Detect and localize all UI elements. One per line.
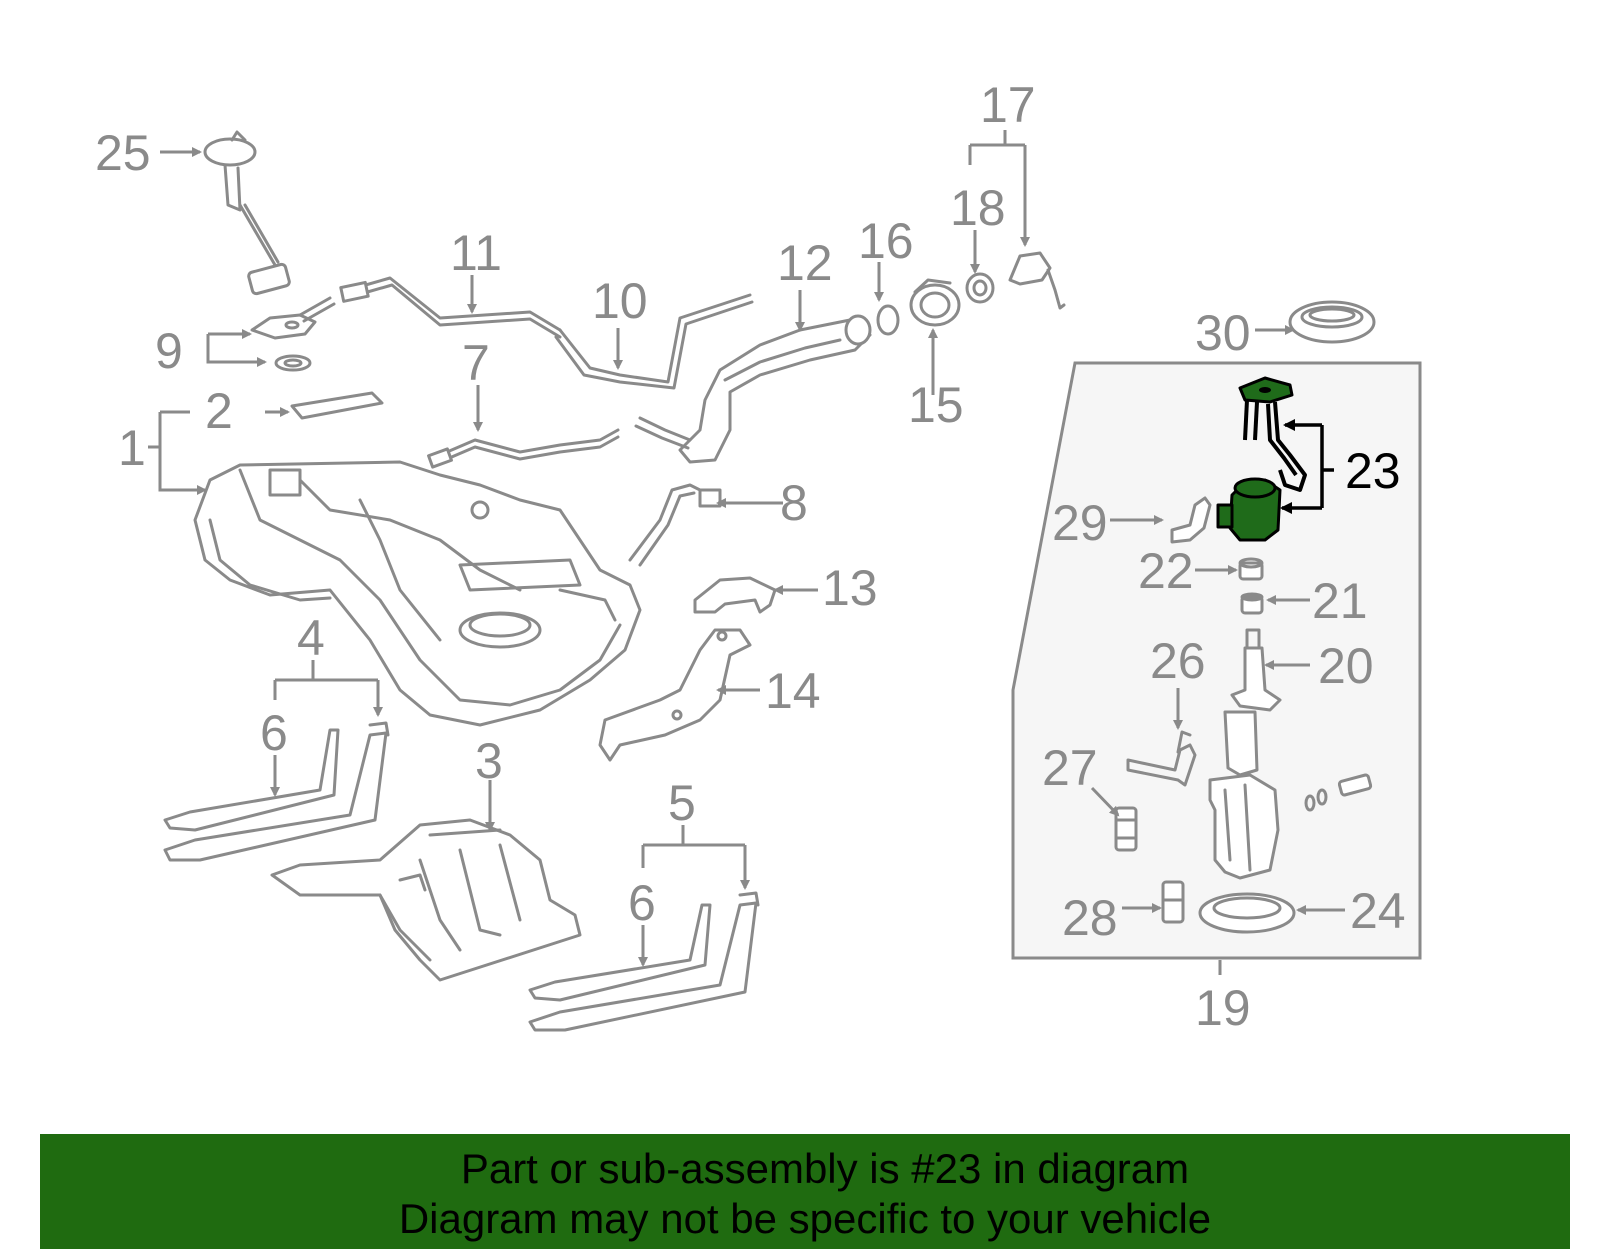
callout-15: 15 bbox=[908, 377, 964, 433]
seal-ring-drawing bbox=[1288, 300, 1376, 344]
callout-11: 11 bbox=[450, 225, 502, 281]
sender-26-drawing bbox=[1126, 730, 1197, 787]
filter-21-drawing bbox=[1240, 592, 1264, 615]
leader-lines-23 bbox=[1280, 419, 1334, 514]
callout-19: 19 bbox=[1195, 980, 1251, 1036]
banner-part-text: Part or sub-assembly is #23 in diagram bbox=[460, 1145, 1190, 1192]
callout-8: 8 bbox=[780, 475, 808, 531]
hose-drawing bbox=[628, 483, 722, 567]
callout-5: 5 bbox=[668, 775, 696, 831]
callout-23: 23 bbox=[1345, 443, 1401, 499]
callout-16: 16 bbox=[858, 213, 914, 269]
bracket-13-drawing bbox=[693, 576, 777, 614]
o-ring-drawing bbox=[876, 304, 900, 336]
callout-28: 28 bbox=[1062, 890, 1118, 946]
protector-drawing bbox=[270, 818, 582, 982]
callout-14: 14 bbox=[765, 663, 821, 719]
gasket-drawing bbox=[250, 296, 336, 372]
fuel-tank-drawing bbox=[193, 460, 642, 727]
filter-22-drawing bbox=[1238, 557, 1264, 581]
filler-cap-drawing bbox=[909, 278, 961, 327]
callout-30: 30 bbox=[1195, 305, 1251, 361]
callout-labels: 1 2 3 4 5 6 6 7 8 9 10 11 12 13 14 15 16… bbox=[95, 77, 1406, 1036]
tank-straps-right-drawing bbox=[528, 891, 760, 1032]
callout-9: 9 bbox=[155, 323, 183, 379]
callout-29: 29 bbox=[1052, 495, 1108, 551]
info-banner: Part or sub-assembly is #23 in diagram D… bbox=[40, 1134, 1570, 1249]
bracket-14-drawing bbox=[598, 628, 752, 762]
callout-22: 22 bbox=[1138, 543, 1194, 599]
callout-3: 3 bbox=[475, 733, 503, 789]
retainer-ring-drawing bbox=[965, 272, 995, 304]
tank-straps-left-drawing bbox=[163, 721, 390, 862]
callout-25: 25 bbox=[95, 125, 151, 181]
banner-disclaimer-text: Diagram may not be specific to your vehi… bbox=[398, 1195, 1212, 1242]
callout-7: 7 bbox=[462, 335, 490, 391]
callout-4: 4 bbox=[297, 610, 325, 666]
callout-12: 12 bbox=[777, 235, 833, 291]
pump-housing-drawing bbox=[1208, 710, 1373, 880]
cap-tether-drawing bbox=[1008, 251, 1066, 310]
callout-24: 24 bbox=[1350, 883, 1406, 939]
hose-29-drawing bbox=[1170, 496, 1212, 544]
callout-6-left: 6 bbox=[260, 705, 288, 761]
sensor-27-drawing bbox=[1114, 806, 1138, 852]
callout-10: 10 bbox=[592, 273, 648, 329]
callout-2: 2 bbox=[205, 383, 233, 439]
fuel-sender-drawing bbox=[203, 130, 291, 296]
callout-26: 26 bbox=[1150, 633, 1206, 689]
callout-18: 18 bbox=[950, 180, 1006, 236]
callout-1: 1 bbox=[118, 420, 146, 476]
callout-13: 13 bbox=[822, 560, 878, 616]
callout-21: 21 bbox=[1312, 573, 1368, 629]
callout-20: 20 bbox=[1318, 638, 1374, 694]
vapor-line-drawing bbox=[427, 428, 620, 469]
filler-pipe-drawing bbox=[634, 314, 872, 464]
fuel-line-drawing bbox=[339, 276, 562, 339]
leader-lines bbox=[148, 130, 1345, 975]
sensor-28-drawing bbox=[1161, 880, 1185, 924]
fuel-filter-assembly-highlight bbox=[1216, 376, 1307, 542]
callout-27: 27 bbox=[1042, 740, 1098, 796]
pad-drawing bbox=[290, 391, 384, 420]
fuel-pump-drawing bbox=[1230, 628, 1282, 712]
gasket-24-drawing bbox=[1198, 892, 1296, 934]
callout-17: 17 bbox=[980, 77, 1036, 133]
tube-drawing bbox=[554, 293, 754, 390]
callout-6-right: 6 bbox=[628, 875, 656, 931]
